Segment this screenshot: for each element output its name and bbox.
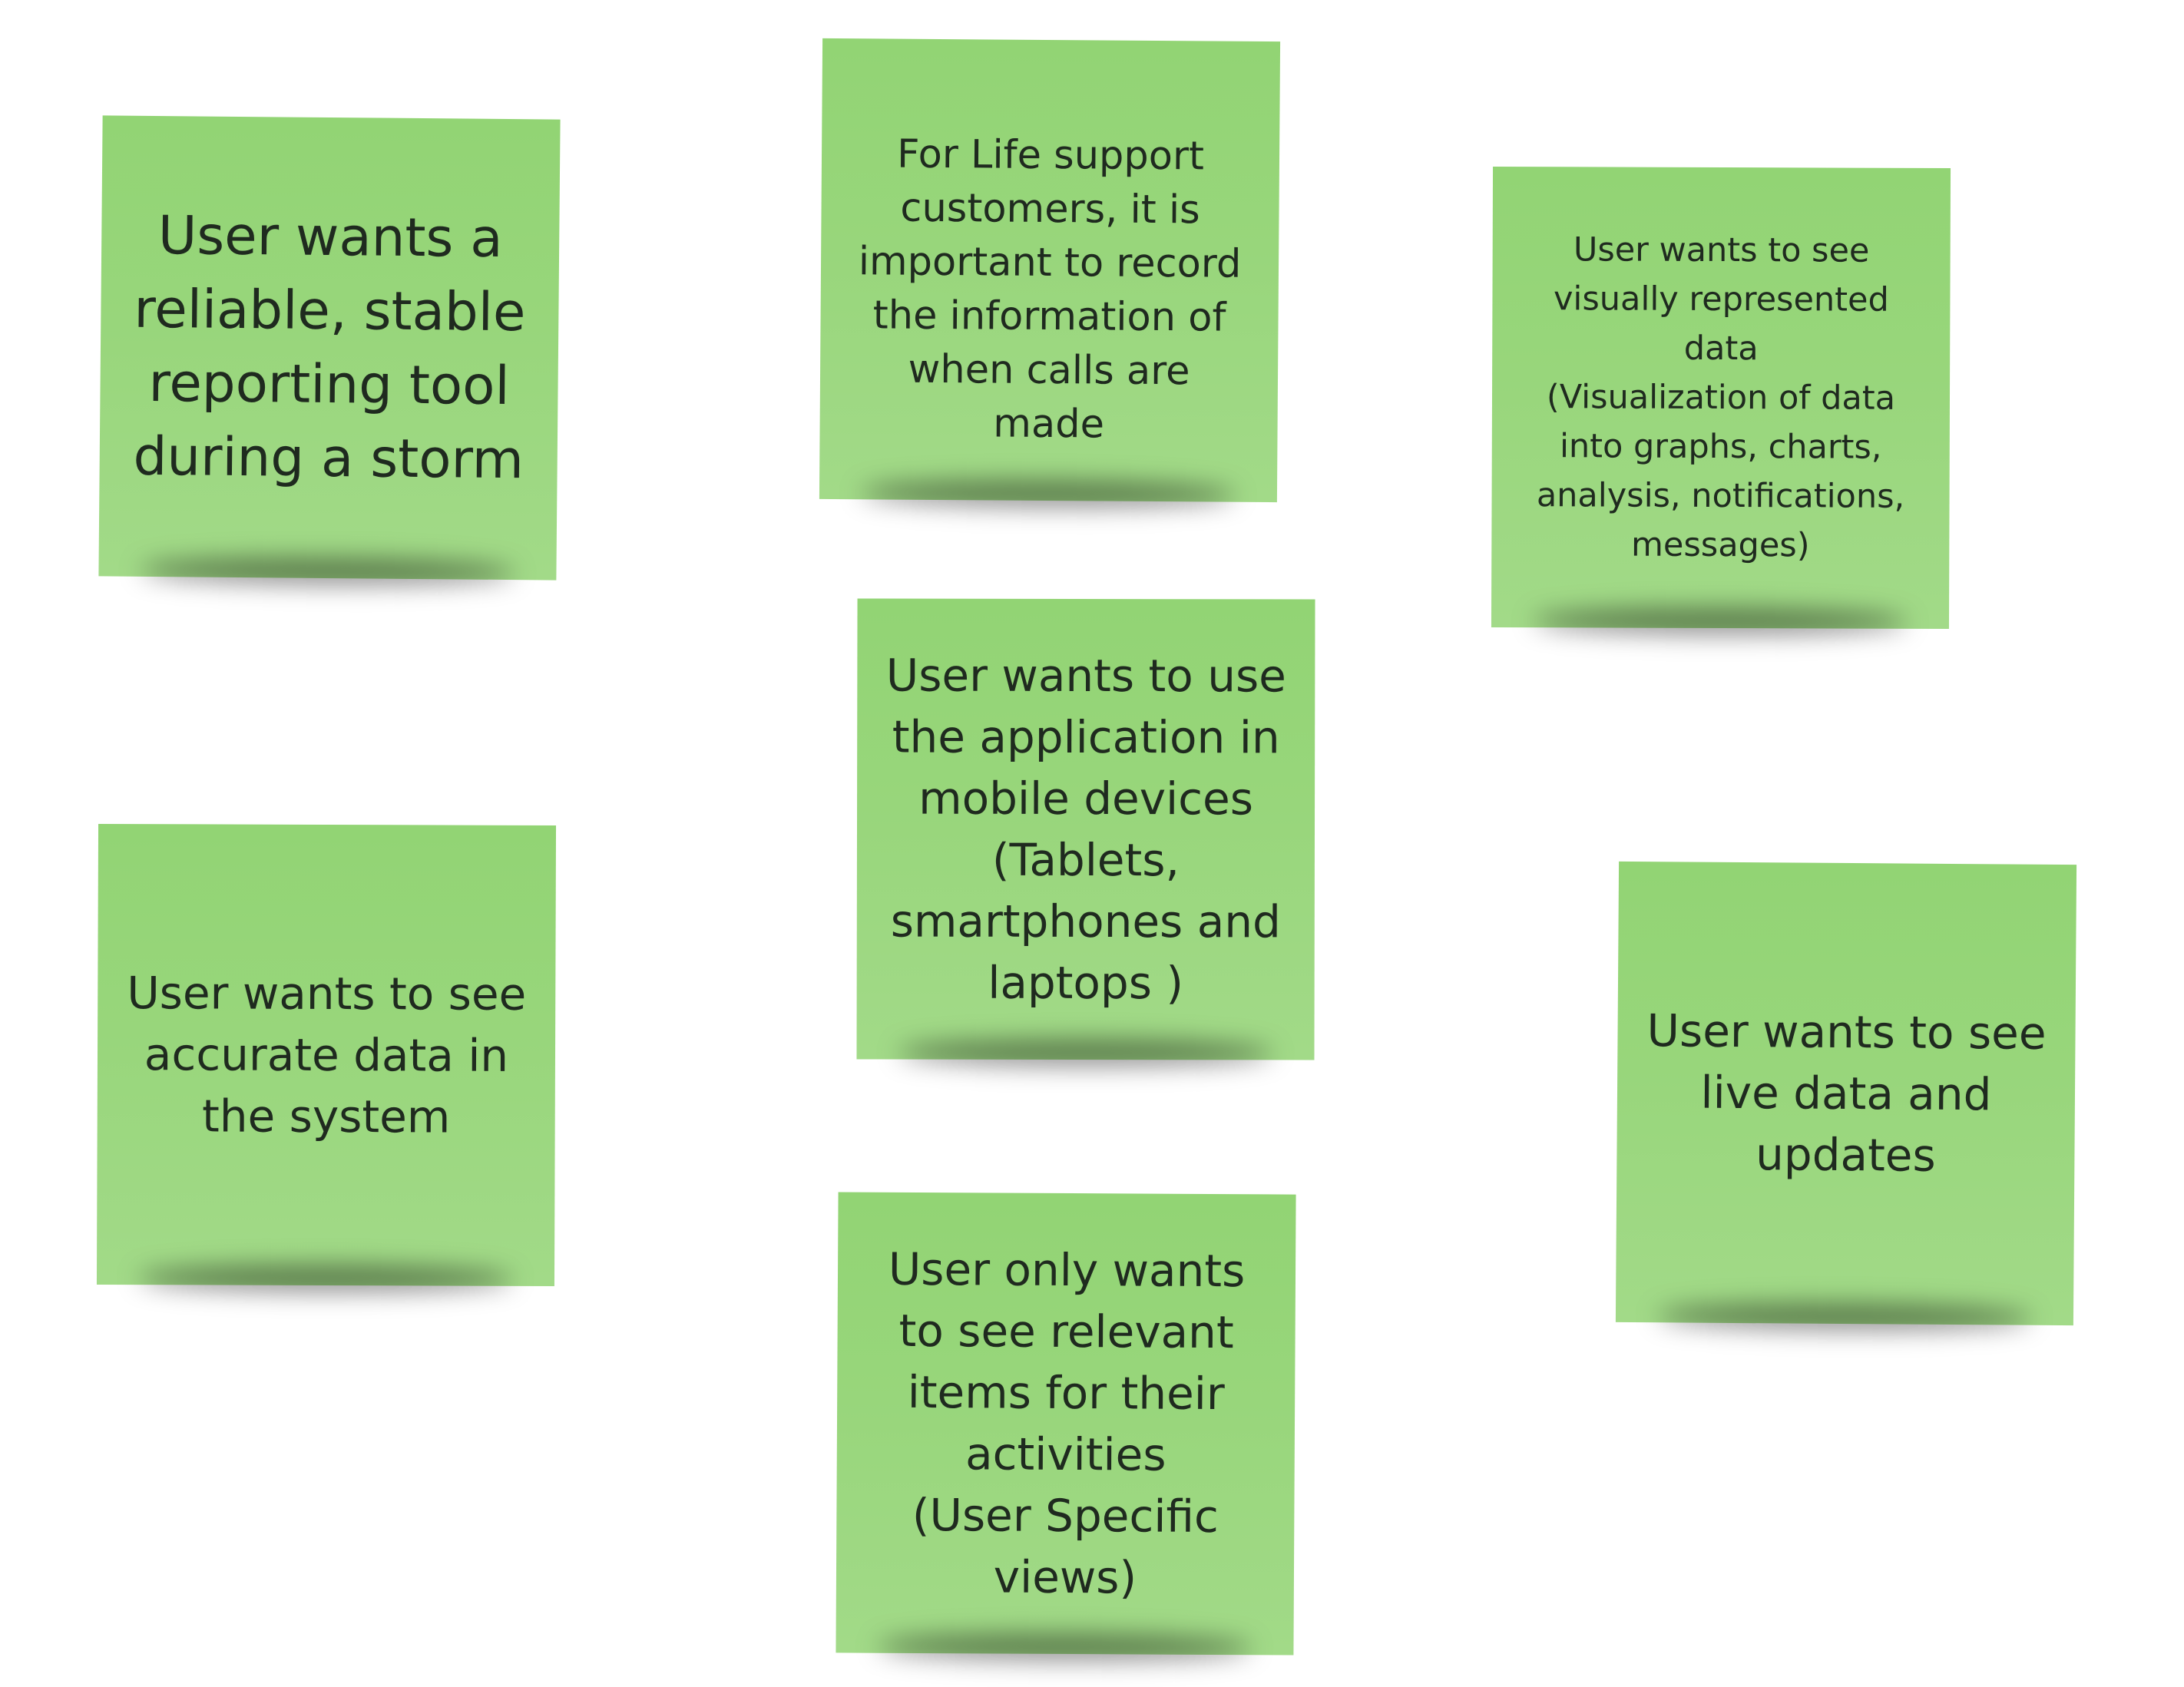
sticky-note-reliable-reporting-tool[interactable]: User wants a reliable, stable reporting … [98,115,561,581]
sticky-note-text: User wants to see live data and updates [1646,1004,2047,1182]
sticky-note-text: User only wants to see relevant items fo… [888,1242,1246,1604]
sticky-note-text: For Life support customers, it is import… [858,131,1242,448]
sticky-note-text: User wants to see visually represented d… [1536,230,1905,565]
sticky-note-accurate-data[interactable]: User wants to see accurate data in the s… [96,823,557,1287]
sticky-note-text: User wants to see accurate data in the s… [127,967,527,1143]
sticky-note-user-specific-views[interactable]: User only wants to see relevant items fo… [836,1192,1296,1656]
sticky-note-life-support-call-record[interactable]: For Life support customers, it is import… [819,38,1281,503]
sticky-note-text: User wants to use the application in mob… [885,649,1286,1010]
sticky-note-mobile-devices[interactable]: User wants to use the application in mob… [856,598,1315,1060]
sticky-note-visualized-data[interactable]: User wants to see visually represented d… [1491,166,1951,630]
sticky-note-live-data[interactable]: User wants to see live data and updates [1615,861,2077,1326]
sticky-note-text: User wants a reliable, stable reporting … [133,205,526,491]
